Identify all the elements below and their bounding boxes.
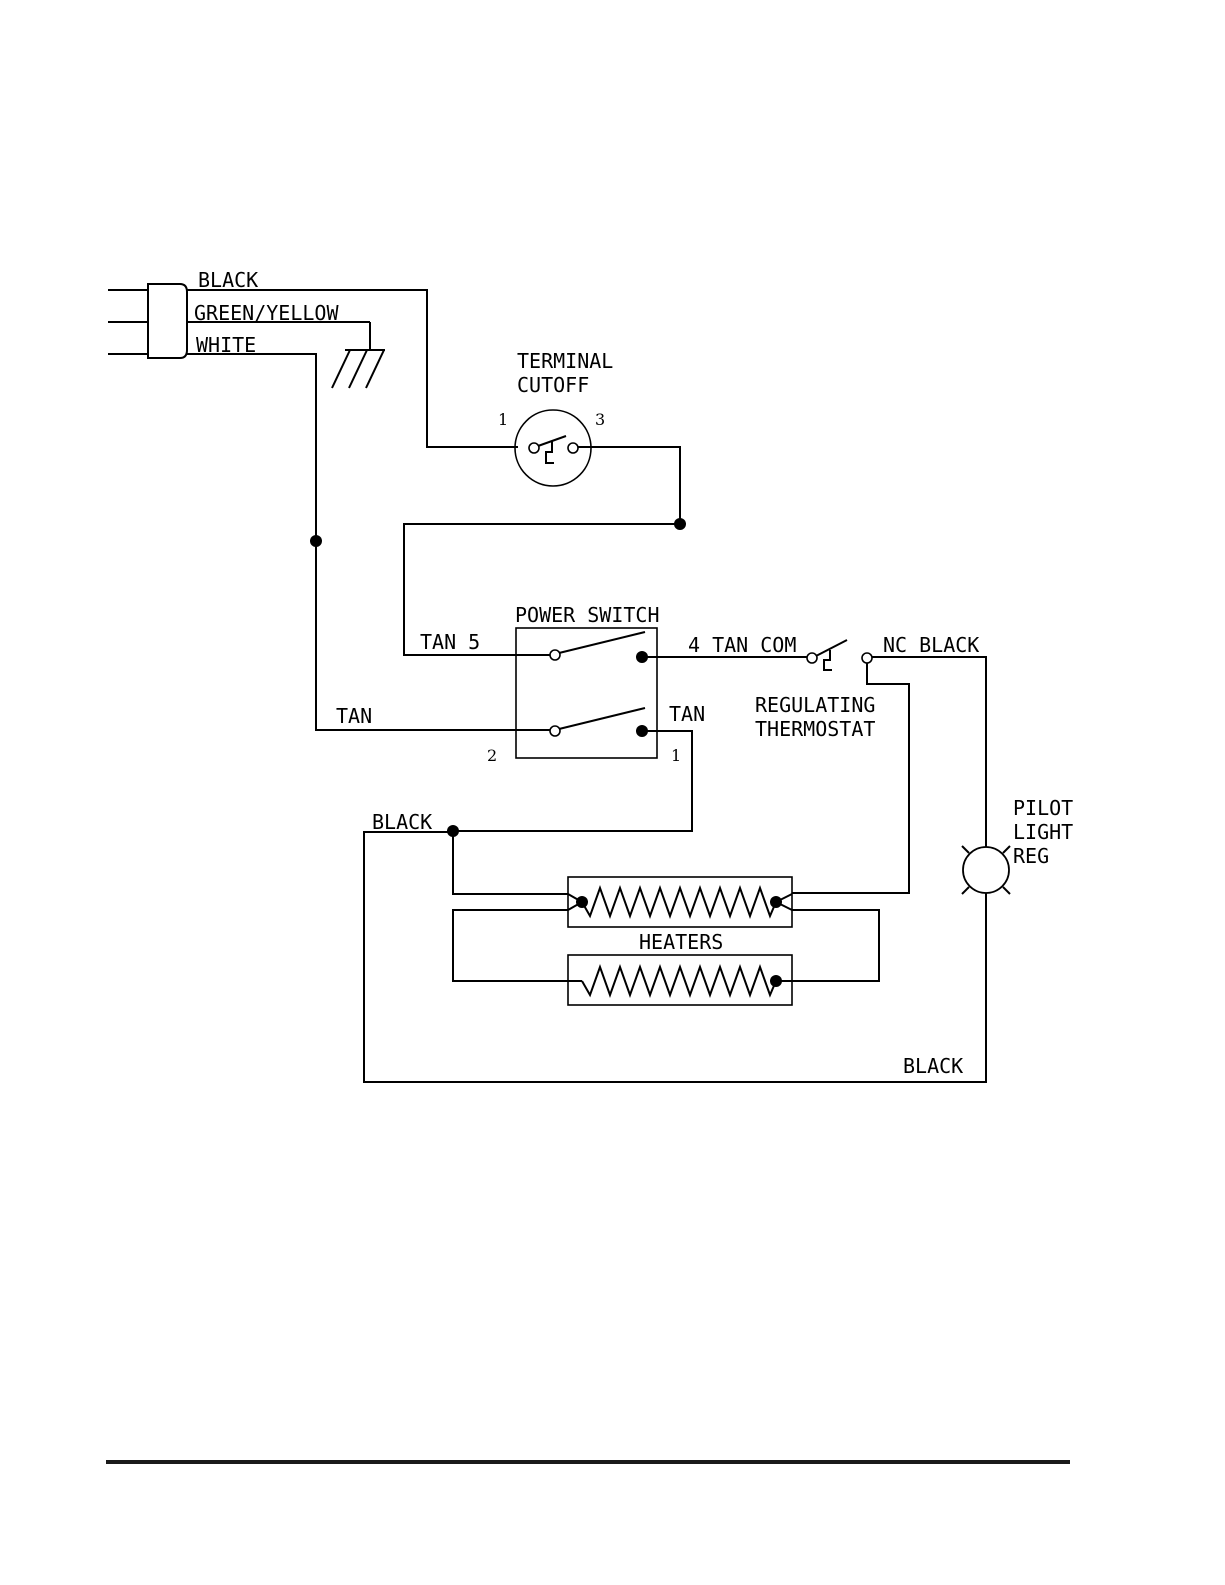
label-black-bottom: BLACK — [903, 1054, 963, 1078]
label-black-heater: BLACK — [372, 810, 432, 834]
label-regulating-thermostat-1: REGULATING — [755, 693, 875, 717]
label-black-top: BLACK — [198, 268, 258, 292]
label-white: WHITE — [196, 333, 256, 357]
heater-element-top — [568, 877, 792, 927]
label-heaters: HEATERS — [639, 930, 723, 954]
label-pilot-light-3: REG — [1013, 844, 1049, 868]
label-cutoff-pin-3: 3 — [595, 410, 605, 429]
junction-dot — [310, 535, 322, 547]
wire-heater-left-top — [453, 831, 568, 894]
label-tan-5: TAN 5 — [420, 630, 480, 654]
label-switch-pin-1: 1 — [671, 746, 681, 765]
label-power-switch: POWER SWITCH — [515, 603, 660, 627]
label-terminal-cutoff-2: CUTOFF — [517, 373, 589, 397]
label-terminal-cutoff-1: TERMINAL — [517, 349, 613, 373]
power-cord-plug — [108, 284, 187, 358]
label-tan-com: 4 TAN COM — [688, 633, 796, 657]
heater-element-bottom — [568, 955, 792, 1005]
label-switch-pin-2: 2 — [487, 746, 497, 765]
label-green-yellow: GREEN/YELLOW — [194, 301, 339, 325]
pilot-light — [962, 846, 1010, 894]
power-switch — [516, 628, 657, 758]
label-tan-left: TAN — [336, 704, 372, 728]
junction-dot — [674, 518, 686, 530]
label-pilot-light-2: LIGHT — [1013, 820, 1073, 844]
wire-heater-left-loop — [453, 910, 568, 981]
wire-heater-right-loop — [792, 910, 879, 981]
label-tan-right: TAN — [669, 702, 705, 726]
label-nc-black: NC BLACK — [883, 633, 979, 657]
regulating-thermostat — [807, 640, 872, 670]
label-cutoff-pin-1: 1 — [498, 410, 508, 429]
label-pilot-light-1: PILOT — [1013, 796, 1073, 820]
label-regulating-thermostat-2: THERMOSTAT — [755, 717, 875, 741]
